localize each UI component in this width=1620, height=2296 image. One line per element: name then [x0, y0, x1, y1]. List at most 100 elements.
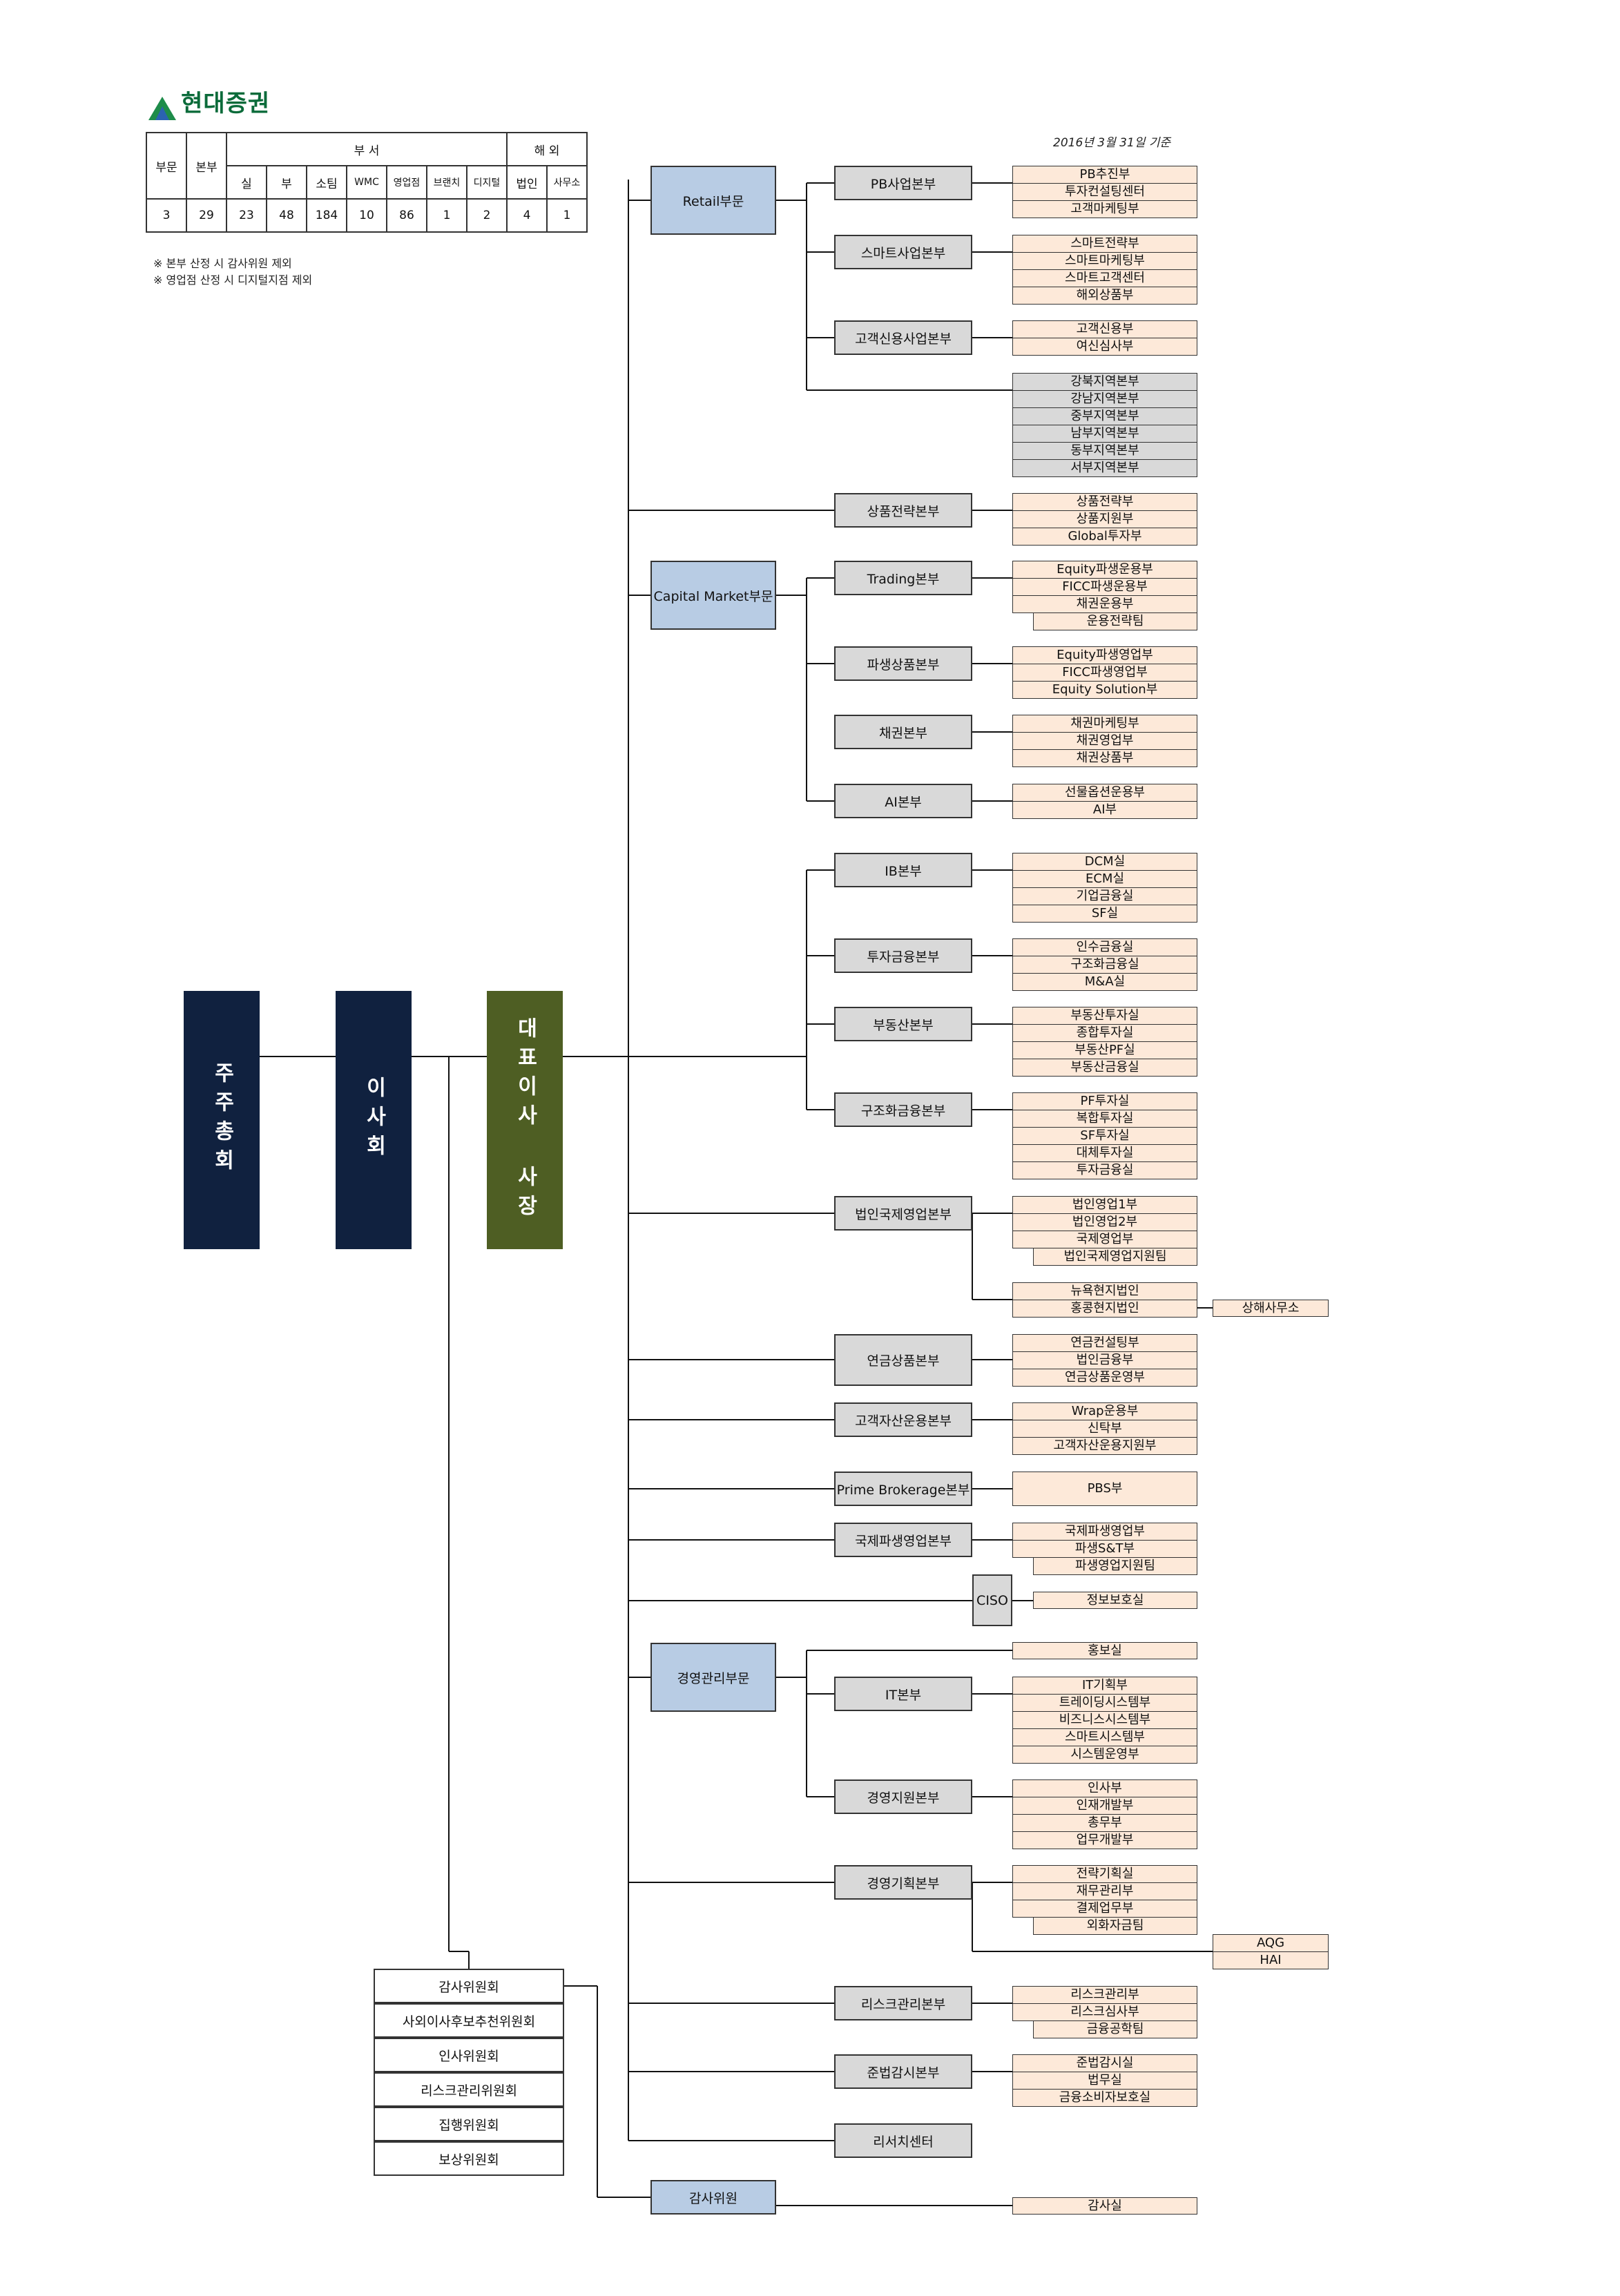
hq-it: IT본부 [834, 1677, 972, 1711]
connector-line [972, 1299, 1012, 1300]
connector-line [628, 2140, 834, 2141]
connector-line [806, 1650, 807, 1797]
connector-line [972, 731, 1012, 733]
hq-trading: Trading본부 [834, 561, 972, 595]
header-sub: 소팀 [306, 165, 347, 200]
it-dept: 비즈니스시스템부 [1012, 1711, 1197, 1729]
connector-line [776, 595, 807, 596]
header-sub: 디지털 [466, 165, 508, 200]
connector-line [972, 1796, 1012, 1797]
summary-value: 29 [186, 198, 227, 233]
intlderiv-dept: 파생영업지원팀 [1033, 1557, 1197, 1575]
structured-dept: 복합투자실 [1012, 1110, 1197, 1128]
logo-text: 현대증권 [181, 90, 271, 117]
connector-line [1012, 1600, 1033, 1601]
connector-line [628, 1539, 834, 1541]
board-of-directors: 이사회 [336, 991, 412, 1249]
connector-line [807, 577, 834, 579]
it-dept: IT기획부 [1012, 1677, 1197, 1695]
hq-intlderiv: 국제파생영업본부 [834, 1523, 972, 1557]
hq-ib: IB본부 [834, 853, 972, 887]
product-dept: Global투자부 [1012, 528, 1197, 546]
connector-line [807, 955, 834, 956]
structured-dept: PF투자실 [1012, 1092, 1197, 1110]
connector-line [260, 1056, 336, 1057]
pb-dept: PB추진부 [1012, 166, 1197, 184]
smart-dept: 스마트고객센터 [1012, 269, 1197, 287]
connector-line [776, 1677, 807, 1678]
connector-line [972, 1419, 1012, 1420]
connector-line [972, 663, 1012, 664]
pension-dept: 연금컨설팅부 [1012, 1334, 1197, 1352]
connector-line [807, 389, 1012, 391]
mgmtsupport-dept: 총무부 [1012, 1814, 1197, 1832]
hq-custasset: 고객자산운용본부 [834, 1402, 972, 1437]
shanghai-office: 상해사무소 [1213, 1300, 1329, 1317]
connector-line [972, 510, 1012, 511]
intlderiv-dept: 국제파생영업부 [1012, 1523, 1197, 1541]
committee-item: 사외이사후보추천위원회 [374, 2003, 564, 2038]
hq-compliance: 준법감시본부 [834, 2054, 972, 2089]
mgmtplan-dept: 전략기획실 [1012, 1865, 1197, 1883]
header-sub: 부 [266, 165, 307, 200]
connector-line [628, 1056, 807, 1057]
division-mgmt: 경영관리부문 [650, 1643, 776, 1712]
mgmtplan-dept: 재무관리부 [1012, 1882, 1197, 1900]
product-dept: 상품전략부 [1012, 493, 1197, 511]
committee-item: 보상위원회 [374, 2141, 564, 2176]
connector-line [972, 869, 1012, 871]
hq-realestate: 부동산본부 [834, 1007, 972, 1041]
invfin-dept: 인수금융실 [1012, 938, 1197, 956]
trading-dept: 운용전략팀 [1033, 612, 1197, 630]
pr-dept: 홍보실 [1012, 1642, 1197, 1659]
committee-item: 집행위원회 [374, 2107, 564, 2141]
hq-product: 상품전략본부 [834, 493, 972, 528]
connector-line [597, 2197, 650, 2198]
connector-line [449, 1951, 469, 1952]
connector-line [972, 1882, 973, 1951]
note: ※ 본부 산정 시 감사위원 제외 [153, 257, 292, 270]
connector-line [807, 1796, 834, 1797]
connector-line [807, 251, 834, 253]
connector-line [628, 1359, 834, 1360]
deriv-dept: FICC파생영업부 [1012, 664, 1197, 682]
local-dept: 뉴욕현지법인 [1012, 1282, 1197, 1300]
pb-dept: 고객마케팅부 [1012, 200, 1197, 218]
connector-line [806, 578, 807, 801]
connector-line [807, 869, 834, 871]
ai-dept: 선물옵션운용부 [1012, 784, 1197, 802]
connector-line [564, 1985, 597, 1987]
audit-dept: 감사실 [1012, 2197, 1197, 2215]
header-sub: WMC [346, 165, 387, 200]
bond-dept: 채권마케팅부 [1012, 715, 1197, 733]
connector-line [628, 510, 834, 511]
connector-line [972, 1213, 973, 1300]
connector-line [807, 663, 834, 664]
header-overseas-group: 해 외 [506, 132, 588, 166]
regional-dept: 동부지역본부 [1012, 442, 1197, 460]
smart-dept: 해외상품부 [1012, 287, 1197, 305]
connector-line [972, 1023, 1012, 1025]
realestate-dept: 부동산PF실 [1012, 1041, 1197, 1059]
realestate-dept: 부동산금융실 [1012, 1059, 1197, 1077]
hq-bond: 채권본부 [834, 715, 972, 749]
as-of-date: 2016년 3월 31일 기준 [1053, 136, 1171, 150]
connector-line [628, 1677, 650, 1678]
local-dept: 홍콩현지법인 [1012, 1300, 1197, 1318]
connector-line [807, 1109, 834, 1110]
bond-dept: 채권상품부 [1012, 749, 1197, 767]
hq-ai: AI본부 [834, 784, 972, 818]
connector-line [972, 2003, 1012, 2004]
aqg-dept: HAI [1213, 1951, 1329, 1969]
pension-dept: 법인금융부 [1012, 1351, 1197, 1369]
realestate-dept: 종합투자실 [1012, 1024, 1197, 1042]
header-sub: 브랜치 [426, 165, 467, 200]
connector-line [972, 1951, 1213, 1952]
ib-dept: 기업금융실 [1012, 887, 1197, 905]
summary-value: 86 [386, 198, 427, 233]
invfin-dept: 구조화금융실 [1012, 956, 1197, 974]
connector-line [972, 800, 1012, 802]
division-audit: 감사위원 [650, 2180, 776, 2215]
smart-dept: 스마트마케팅부 [1012, 252, 1197, 270]
connector-line [972, 577, 1012, 579]
